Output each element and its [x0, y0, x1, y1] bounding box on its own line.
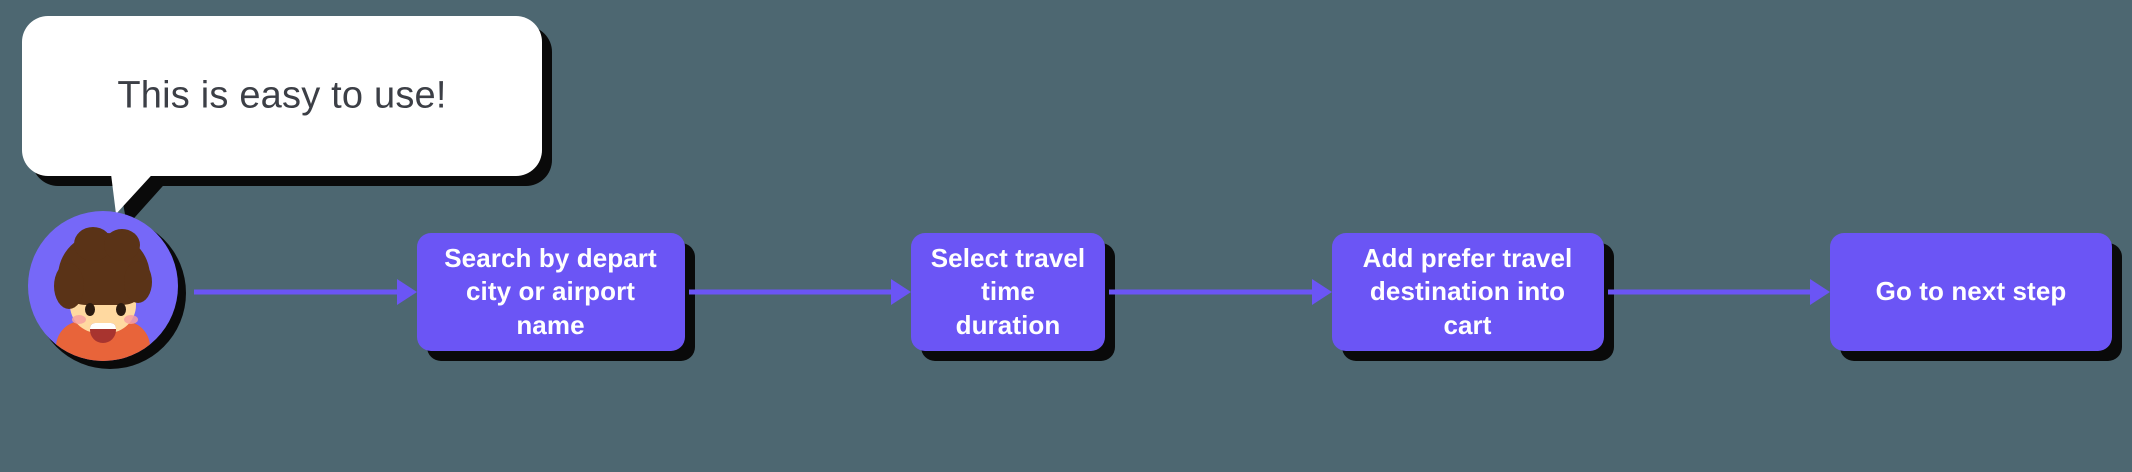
avatar-disc: [28, 211, 178, 361]
step-label-select-duration: Select travel time duration: [929, 242, 1087, 342]
step-line-1: Add prefer travel: [1362, 243, 1573, 274]
arrow-right-icon: [685, 279, 911, 305]
avatar-hair-curl-right: [124, 261, 152, 303]
speech-bubble: This is easy to use!: [22, 16, 542, 226]
avatar-cheek-left: [72, 315, 86, 324]
step-line-1: Select travel: [930, 243, 1086, 274]
step-line-1: Search by depart: [444, 243, 657, 274]
step-line-1: Go to next step: [1875, 276, 2067, 307]
arrow-head: [891, 279, 911, 305]
step-box-add-destination[interactable]: Add prefer travel destination into cart: [1331, 233, 1604, 351]
arrow-right-icon: [1604, 279, 1830, 305]
arrow-shaft: [1109, 289, 1316, 295]
step-line-2: destination into cart: [1369, 276, 1566, 340]
speech-bubble-body: This is easy to use!: [22, 16, 542, 176]
arrow-head: [1810, 279, 1830, 305]
avatar-hair-curl-top-right: [104, 229, 140, 261]
step-box-next-step[interactable]: Go to next step: [1830, 233, 2112, 351]
speech-bubble-text: This is easy to use!: [117, 74, 447, 117]
avatar-eye-left: [85, 303, 95, 316]
step-label-search-depart: Search by depart city or airport name: [435, 242, 667, 342]
avatar-teeth: [90, 323, 116, 329]
avatar-eye-right: [116, 303, 126, 316]
flow-row: Search by depart city or airport name Se…: [0, 192, 2132, 392]
arrow-shaft: [194, 289, 401, 295]
user-avatar[interactable]: [28, 211, 190, 373]
speech-bubble-tail: [110, 166, 160, 214]
step-box-search-depart[interactable]: Search by depart city or airport name: [416, 233, 685, 351]
step-label-add-destination: Add prefer travel destination into cart: [1350, 242, 1586, 342]
step-label-next-step: Go to next step: [1876, 275, 2067, 308]
arrow-right-icon: [1105, 279, 1332, 305]
step-line-2: time duration: [955, 276, 1061, 340]
arrow-head: [1311, 279, 1332, 305]
avatar-cheek-right: [124, 315, 138, 324]
arrow-shaft: [688, 289, 895, 295]
arrow-right-icon: [190, 279, 417, 305]
step-line-2: city or airport name: [465, 276, 636, 340]
arrow-shaft: [1607, 289, 1814, 295]
arrow-head: [396, 279, 417, 305]
avatar-hair-curl-left: [54, 263, 84, 309]
step-box-select-duration[interactable]: Select travel time duration: [911, 233, 1105, 351]
avatar-mouth: [90, 323, 116, 343]
